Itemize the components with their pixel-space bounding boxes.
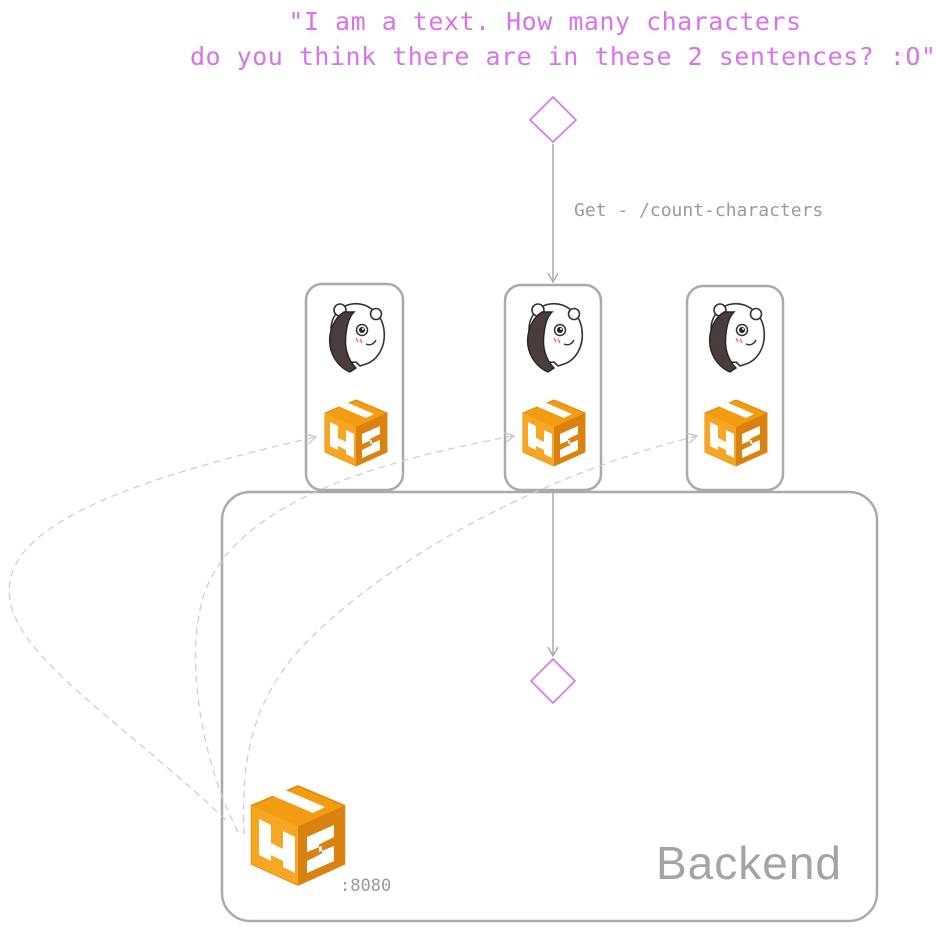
request-text-line-1: "I am a text. How many characters	[288, 7, 802, 36]
backend-label: Backend	[656, 837, 843, 889]
request-diamond	[528, 95, 578, 144]
architecture-diagram	[8, 95, 879, 923]
dashed-arrow-to-instance-3	[242, 432, 699, 835]
request-text: "I am a text. How many characters do you…	[190, 4, 936, 74]
instance-container-2	[503, 283, 603, 492]
instance-container-3	[685, 284, 785, 492]
orange-cube-logo-icon	[324, 399, 388, 467]
request-text-line-2: do you think there are in these 2 senten…	[190, 42, 936, 71]
bear-mascot-icon	[708, 302, 766, 373]
dashed-arrow-to-instance-2	[194, 432, 516, 833]
bear-mascot-icon	[328, 302, 386, 373]
backend-container	[220, 490, 879, 923]
orange-cube-logo-icon	[704, 399, 768, 467]
bear-mascot-icon	[526, 302, 584, 373]
endpoint-label: Get - /count-characters	[574, 200, 824, 221]
backend-cube-logo-icon	[250, 785, 346, 886]
response-diamond	[529, 657, 577, 705]
dashed-arrow-to-instance-1	[8, 433, 318, 821]
instance-container-1	[304, 282, 405, 492]
orange-cube-logo-icon	[522, 399, 586, 467]
port-label: :8080	[340, 876, 392, 896]
